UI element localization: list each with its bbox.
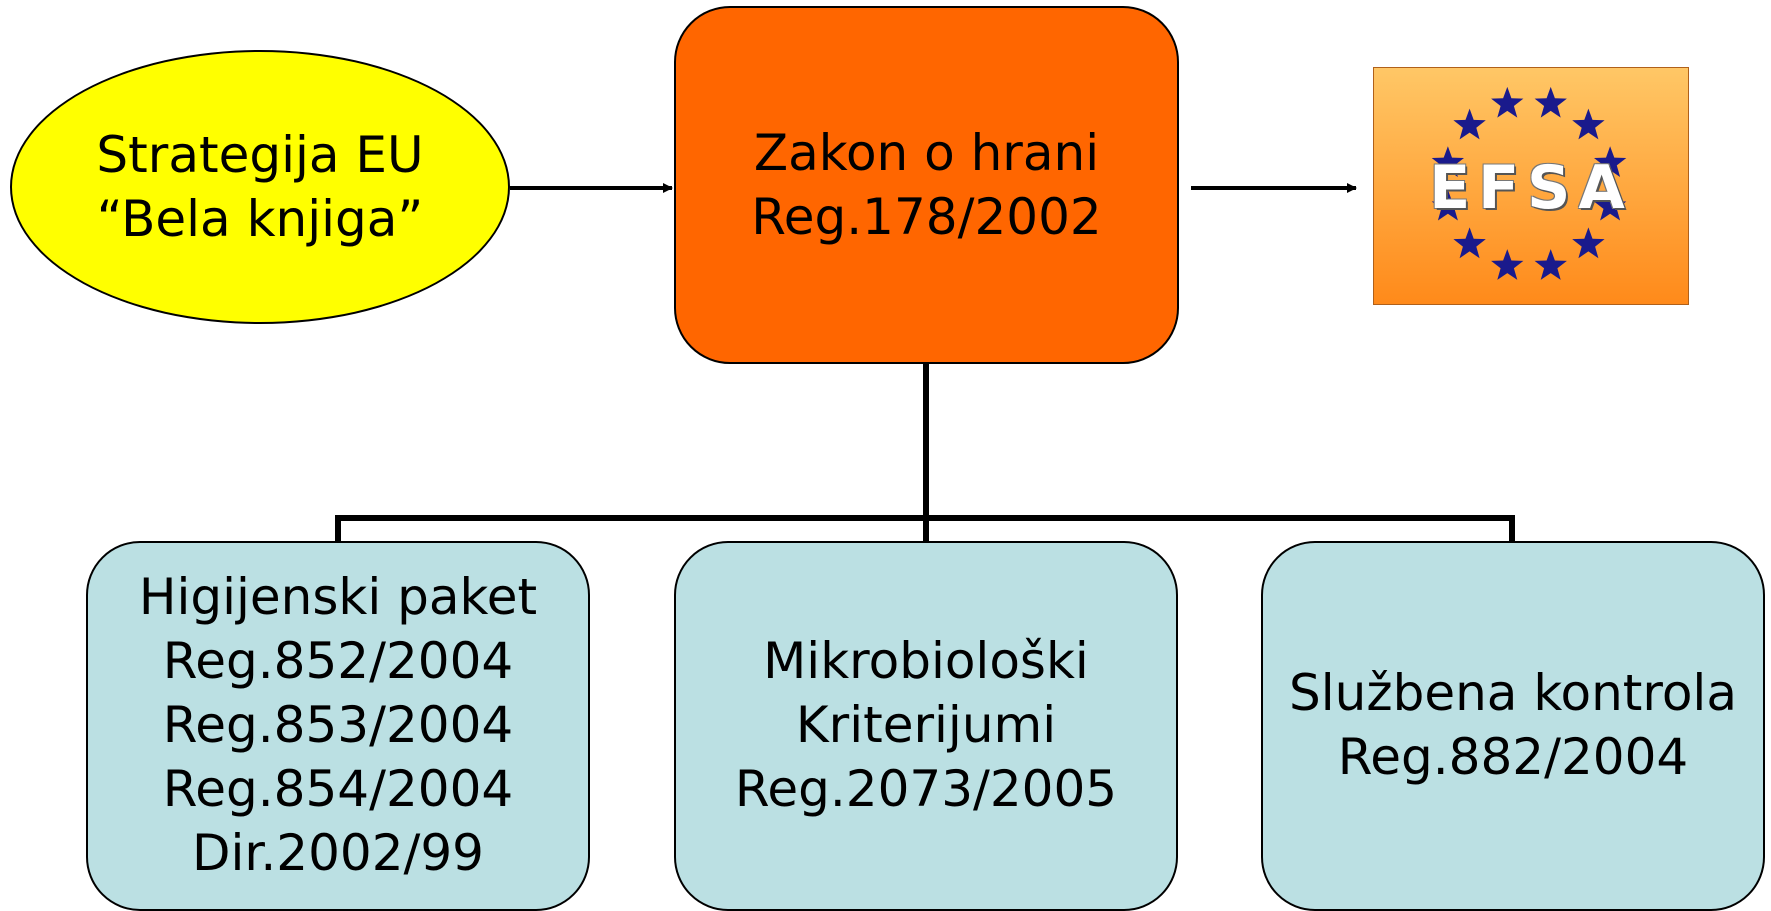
star-icon	[1534, 249, 1567, 280]
star-icon	[1572, 227, 1605, 259]
hygiene-line-4: Reg.854/2004	[162, 760, 514, 818]
control-line-1: Službena kontrola	[1289, 664, 1737, 722]
hygiene-package-box: Higijenski paket Reg.852/2004 Reg.853/20…	[86, 541, 590, 911]
micro-line-1: Mikrobiološki	[763, 632, 1089, 690]
star-icon	[1534, 86, 1567, 118]
strategy-line-2: “Bela knjiga”	[96, 190, 424, 248]
food-law-line-1: Zakon o hrani	[753, 124, 1100, 182]
hygiene-line-2: Reg.852/2004	[162, 632, 514, 690]
efsa-logo-text: EFSA	[1429, 153, 1633, 223]
microbiological-criteria-box: Mikrobiološki Kriterijumi Reg.2073/2005	[674, 541, 1178, 911]
efsa-logo-background	[1374, 68, 1688, 304]
star-icon	[1431, 189, 1464, 221]
hygiene-line-3: Reg.853/2004	[162, 696, 514, 754]
star-icon	[1594, 189, 1627, 221]
strategy-ellipse: Strategija EU “Bela knjiga”	[10, 50, 510, 324]
star-icon	[1594, 146, 1627, 177]
food-law-box: Zakon o hrani Reg.178/2002	[674, 6, 1179, 364]
micro-line-2: Kriterijumi	[795, 696, 1057, 754]
control-line-2: Reg.882/2004	[1337, 728, 1689, 786]
star-icon	[1572, 108, 1605, 140]
food-law-line-2: Reg.178/2002	[751, 188, 1102, 246]
strategy-line-1: Strategija EU	[96, 126, 424, 184]
star-icon	[1491, 86, 1524, 118]
star-ring	[1431, 86, 1627, 280]
official-control-box: Službena kontrola Reg.882/2004	[1261, 541, 1765, 911]
star-icon	[1453, 108, 1486, 140]
hygiene-line-1: Higijenski paket	[138, 568, 538, 626]
star-icon	[1491, 249, 1524, 280]
star-icon	[1453, 227, 1486, 259]
efsa-logo: EFSA	[1373, 67, 1689, 305]
hygiene-line-5: Dir.2002/99	[192, 824, 484, 882]
micro-line-3: Reg.2073/2005	[734, 760, 1118, 818]
star-icon	[1431, 146, 1464, 177]
